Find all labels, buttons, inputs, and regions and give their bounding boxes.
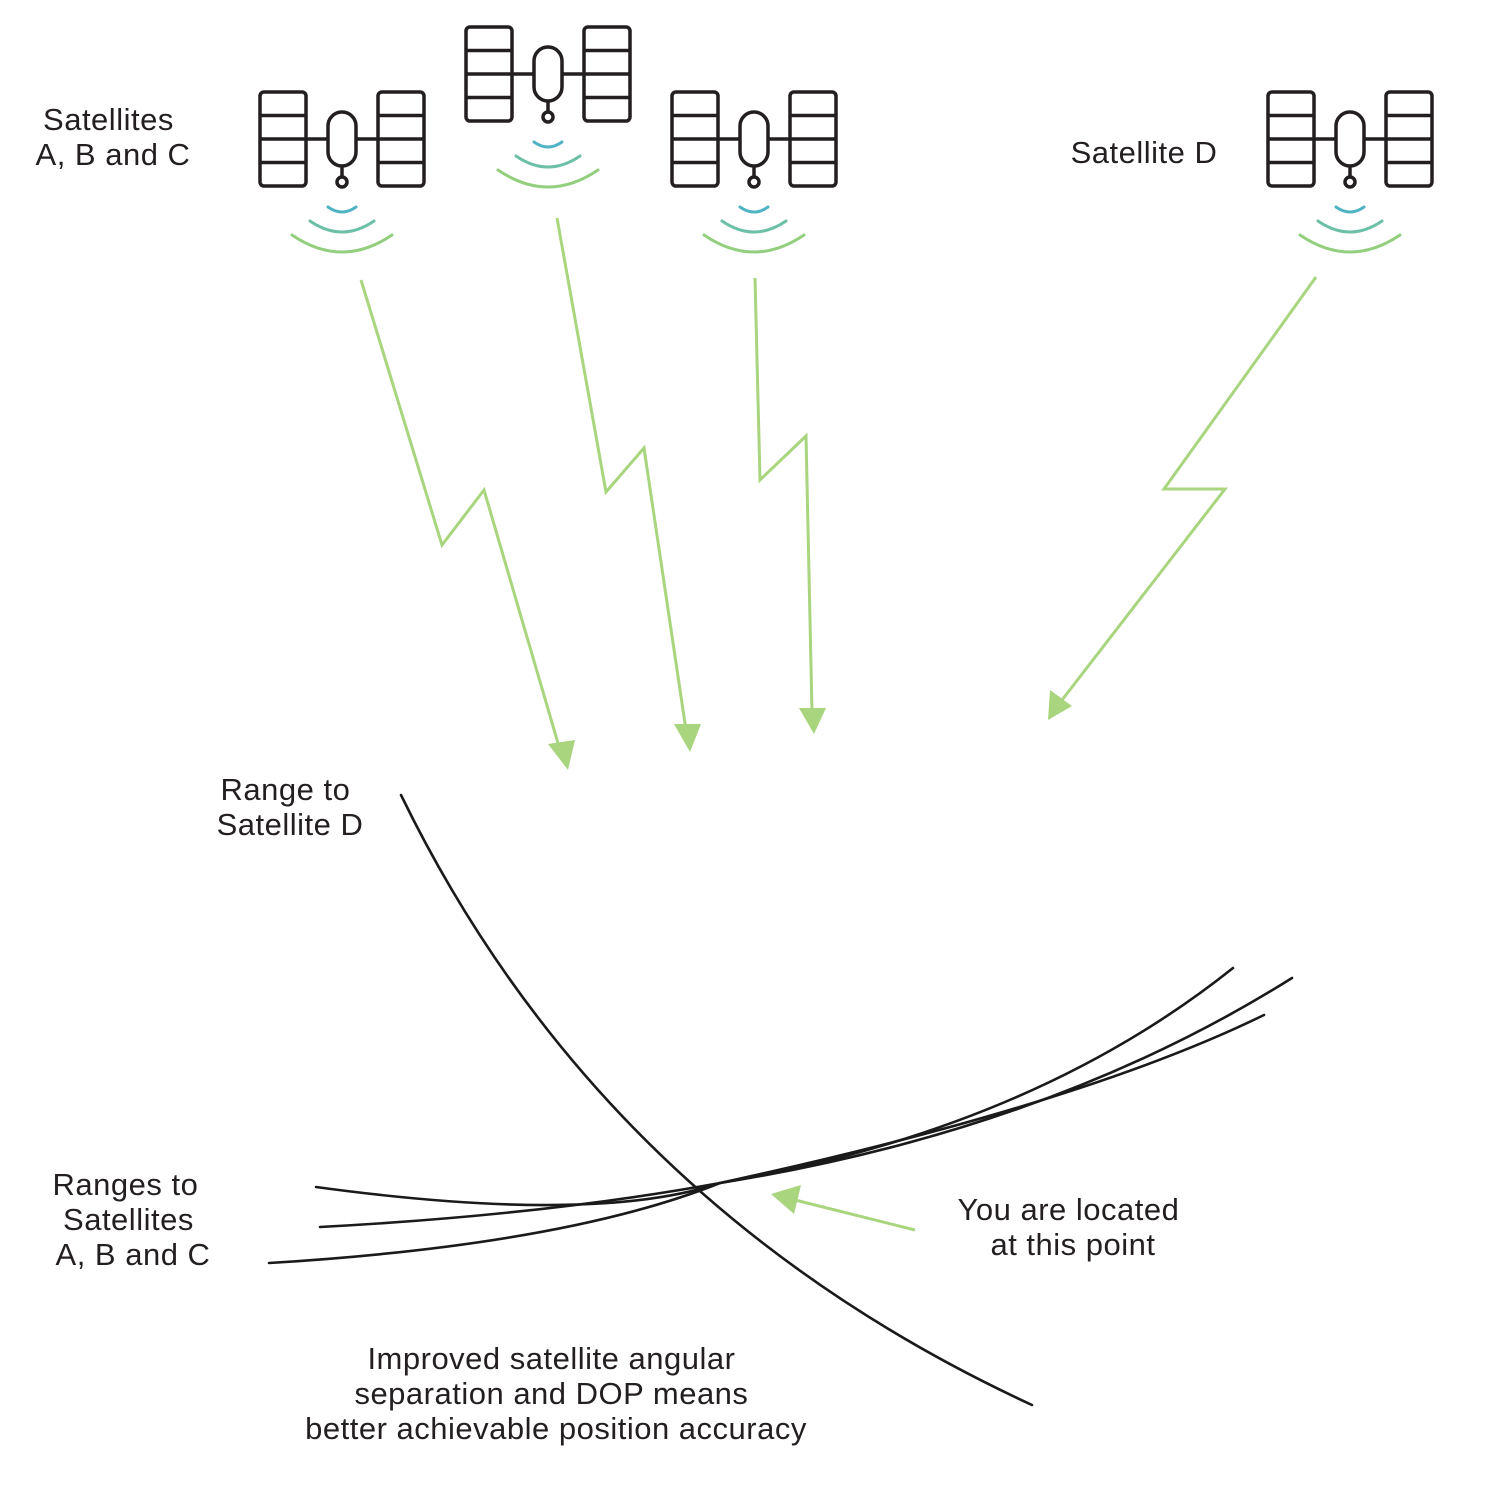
signal-arrow-d	[1048, 276, 1318, 720]
location-label: You are located at this point	[958, 1192, 1189, 1262]
caption: Improved satellite angular separation an…	[305, 1341, 807, 1446]
range-d-label: Range to Satellite D	[217, 772, 364, 842]
ranges-abc-label: Ranges to Satellites A, B and C	[53, 1167, 211, 1272]
satellite-a-icon	[258, 90, 426, 189]
satellite-d-icon	[1266, 90, 1434, 189]
range-curve-satellite-c	[267, 1013, 1266, 1265]
signal-arrow-b	[555, 217, 701, 752]
signal-waves-icon	[1298, 205, 1402, 254]
range-curve-satellite-d	[399, 793, 1034, 1407]
range-curve-satellite-a	[314, 966, 1235, 1207]
signal-waves-icon	[496, 140, 600, 189]
location-pointer-arrow	[771, 1185, 916, 1232]
signal-waves-icon	[290, 205, 394, 254]
satellite-c-icon	[670, 90, 838, 189]
satellites-abc-label: Satellites A, B and C	[36, 102, 191, 172]
signal-arrow-c	[753, 277, 826, 734]
range-curve-satellite-b	[318, 976, 1294, 1229]
satellite-b-icon	[464, 25, 632, 124]
satellite-d-label: Satellite D	[1071, 135, 1218, 170]
signal-waves-icon	[702, 205, 806, 254]
signal-arrow-a	[359, 279, 575, 770]
